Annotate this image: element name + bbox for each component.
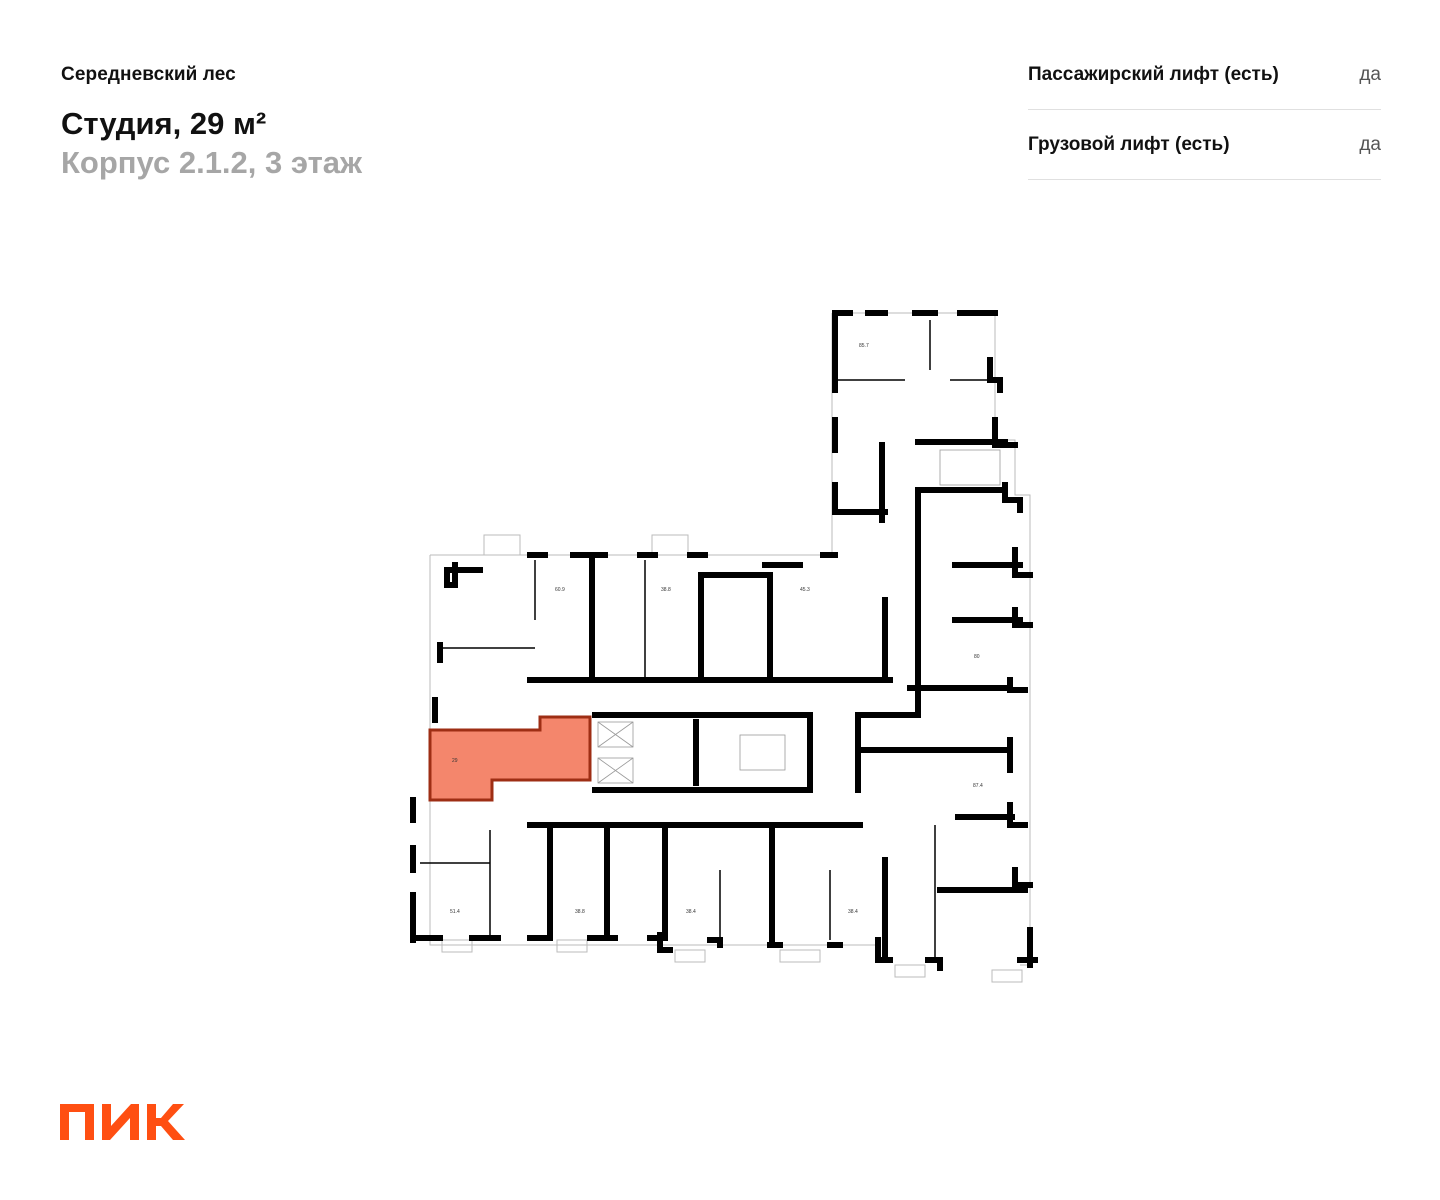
spec-label: Пассажирский лифт (есть): [1028, 63, 1279, 85]
building-floor: Корпус 2.1.2, 3 этаж: [61, 145, 362, 180]
selected-area-label: 29: [452, 758, 458, 764]
area-label: 38.4: [848, 909, 858, 915]
selected-apartment[interactable]: [428, 715, 592, 802]
spec-passenger-lift: Пассажирский лифт (есть) да: [1028, 40, 1381, 110]
pik-logo: [60, 1104, 185, 1140]
area-label: 38.8: [661, 587, 671, 593]
spec-freight-lift: Грузовой лифт (есть) да: [1028, 110, 1381, 180]
area-label: 80: [974, 654, 980, 660]
spec-value: да: [1359, 133, 1381, 155]
apartment-title: Студия, 29 м²: [61, 106, 267, 141]
spec-value: да: [1359, 63, 1381, 85]
area-label: 45.3: [800, 587, 810, 593]
area-label: 38.4: [686, 909, 696, 915]
area-label: 38.8: [575, 909, 585, 915]
area-label: 85.7: [859, 343, 869, 349]
specs-list: Пассажирский лифт (есть) да Грузовой лиф…: [1028, 40, 1381, 180]
spec-label: Грузовой лифт (есть): [1028, 133, 1230, 155]
area-label: 87.4: [973, 783, 983, 789]
project-name: Середневский лес: [61, 64, 236, 85]
area-label: 60.9: [555, 587, 565, 593]
area-label: 51.4: [450, 909, 460, 915]
